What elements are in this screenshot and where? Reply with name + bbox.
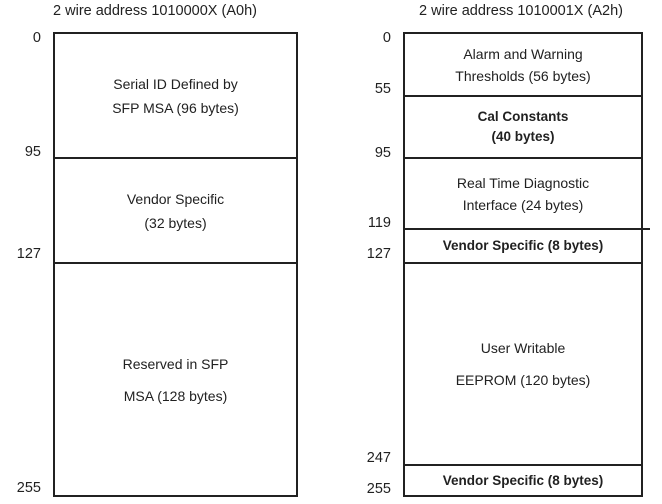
a2h-section-cal-constants: Cal Constants (40 bytes) [405,97,641,159]
section-text-line: Real Time Diagnostic [456,174,590,191]
a0h-section-reserved: Reserved in SFP MSA (128 bytes) [55,264,296,495]
section-text-line: Serial ID Defined by [113,75,238,92]
a0h-map-title: 2 wire address 1010000X (A0h) [53,3,257,19]
section-text-line: EEPROM (120 bytes) [455,372,591,388]
a0h-address-label-255: 255 [16,480,41,496]
a2h-address-label-255: 255 [366,481,391,497]
section-text-line: Thresholds (56 bytes) [455,67,591,84]
section-text-line: Vendor Specific (8 bytes) [442,472,604,488]
a0h-section-serial-id: Serial ID Defined by SFP MSA (96 bytes) [55,34,296,159]
a2h-address-label-55: 55 [374,81,391,97]
a2h-address-label-119: 119 [367,215,391,231]
a2h-section-realtime-diagnostic: Real Time Diagnostic Interface (24 bytes… [405,159,641,230]
a0h-memory-box: Serial ID Defined by SFP MSA (96 bytes) … [53,32,298,497]
section-text-line: Vendor Specific (8 bytes) [442,238,604,253]
a0h-address-label-95: 95 [24,144,41,160]
a2h-section-vendor-specific-upper: Vendor Specific (8 bytes) [405,230,641,264]
a0h-section-vendor-specific: Vendor Specific (32 bytes) [55,159,296,264]
a2h-address-label-127: 127 [366,246,391,262]
a2h-memory-box: Alarm and Warning Thresholds (56 bytes) … [403,32,643,497]
section-text-line: SFP MSA (96 bytes) [112,99,239,116]
a0h-address-label-0: 0 [32,30,41,46]
a2h-address-label-95: 95 [374,145,391,161]
section-text-line: (40 bytes) [491,129,555,144]
a2h-section-alarm-warning: Alarm and Warning Thresholds (56 bytes) [405,34,641,97]
section-text-line: Interface (24 bytes) [462,196,584,213]
boundary-119-line-overhang [643,228,650,230]
section-text-line: MSA (128 bytes) [123,387,228,404]
section-text-line: Cal Constants [477,109,569,124]
a0h-address-label-127: 127 [16,246,41,262]
a2h-address-label-0: 0 [382,30,391,46]
section-text-line: Reserved in SFP [122,355,229,372]
a2h-map-title: 2 wire address 1010001X (A2h) [419,3,623,19]
a2h-section-vendor-specific-lower: Vendor Specific (8 bytes) [405,466,641,495]
section-text-line: Vendor Specific [126,190,225,207]
section-text-line: User Writable [480,340,566,356]
a2h-section-user-writable-eeprom: User Writable EEPROM (120 bytes) [405,264,641,466]
section-text-line: (32 bytes) [144,214,207,231]
section-text-line: Alarm and Warning [463,45,583,62]
a2h-address-label-247: 247 [366,450,391,466]
